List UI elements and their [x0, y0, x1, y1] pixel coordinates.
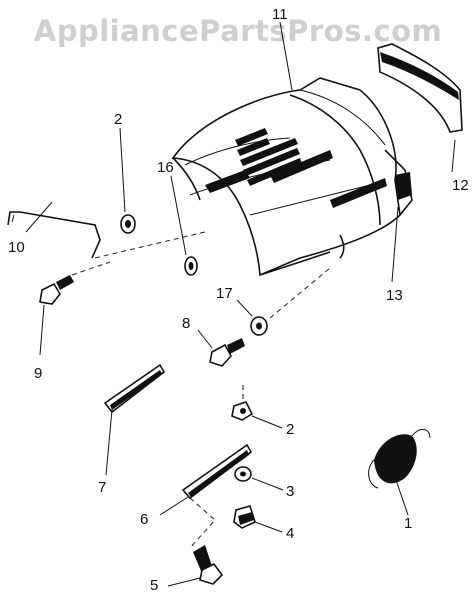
- washer-part-17: [236, 267, 331, 336]
- callout-5: 5: [150, 577, 158, 594]
- callout-6: 6: [140, 511, 148, 528]
- leader-part-11: [279, 21, 293, 91]
- callout-12: 12: [452, 177, 469, 194]
- bolt-part-9: [39, 261, 111, 356]
- callout-13: 13: [386, 287, 403, 304]
- bracket-part-7: [103, 363, 166, 476]
- nut-part-16: [170, 175, 198, 276]
- spring-part-1: [368, 429, 431, 516]
- bolt-part-8: [197, 329, 245, 367]
- callout-4: 4: [286, 525, 294, 542]
- nut-part-4: [233, 505, 283, 533]
- callout-10: 10: [8, 239, 25, 256]
- callout-16: 16: [157, 159, 174, 176]
- callout-1: 1: [404, 515, 412, 532]
- leader-part-13: [391, 206, 399, 283]
- hood-cover-part-11: [171, 77, 413, 277]
- callout-17: 17: [216, 285, 233, 302]
- callout-8: 8: [182, 315, 190, 332]
- callout-7: 7: [98, 479, 106, 496]
- trim-strip-part-12: [377, 43, 463, 173]
- callout-9: 9: [34, 365, 42, 382]
- callout-2-upper: 2: [114, 111, 122, 128]
- rod-part-10: [7, 201, 101, 259]
- nut-part-2-lower: [231, 385, 283, 429]
- watermark: AppliancePartsPros.com: [33, 14, 443, 48]
- callout-2-lower: 2: [286, 421, 294, 438]
- callout-11: 11: [272, 6, 288, 23]
- nut-part-2-upper: [94, 127, 206, 259]
- bolt-part-5: [167, 545, 224, 587]
- bracket-part-6: [159, 443, 253, 549]
- washer-part-3: [234, 466, 284, 491]
- callout-3: 3: [286, 483, 294, 500]
